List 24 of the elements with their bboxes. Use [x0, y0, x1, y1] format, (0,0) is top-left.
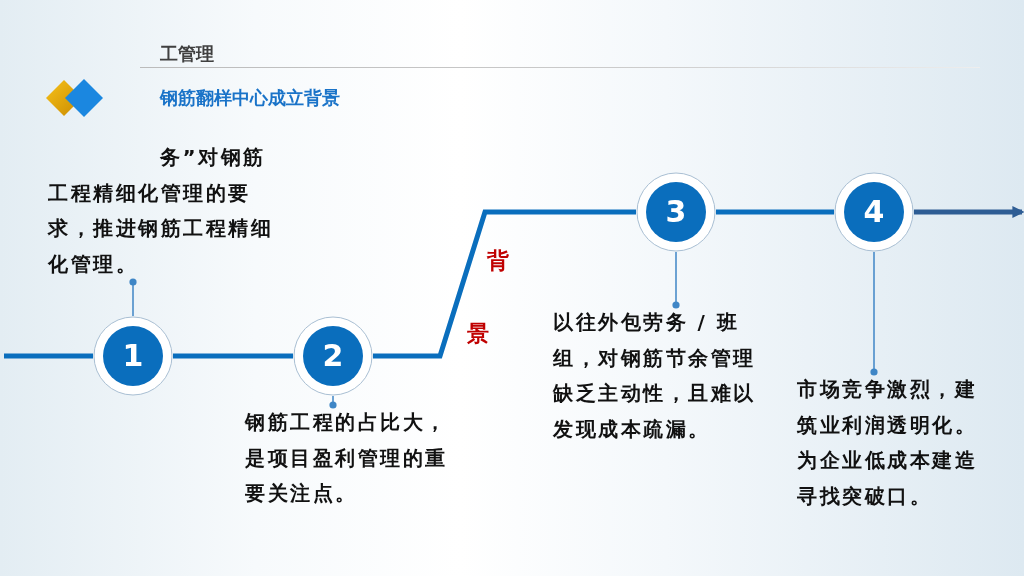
leader-line — [870, 251, 878, 376]
step-number: 2 — [322, 339, 344, 373]
step-number: 3 — [665, 195, 687, 229]
numbered-circle — [834, 172, 914, 252]
section-heading: 工管理 — [160, 42, 214, 66]
leader-line — [329, 395, 337, 409]
step-number: 1 — [122, 339, 144, 373]
timeline-line — [373, 209, 636, 359]
timeline-arrow — [914, 206, 1024, 218]
description-text: 以往外包劳务 / 班组，对钢筋节余管理缺乏主动性，且难以发现成本疏漏。 — [553, 305, 765, 447]
numbered-circle — [293, 316, 373, 396]
leader-line — [129, 278, 137, 317]
timeline-line — [716, 209, 834, 215]
slide-title: 钢筋翻样中心成立背景 — [160, 86, 340, 110]
description-text: 市场竞争激烈，建筑业利润透明化。为企业低成本建造寻找突破口。 — [797, 372, 987, 514]
vertical-label: 背景 — [467, 247, 510, 348]
leader-line — [672, 251, 680, 309]
numbered-circle — [93, 316, 173, 396]
description-text: 钢筋工程的占比大，是项目盈利管理的重要关注点。 — [245, 405, 457, 512]
timeline-line — [4, 353, 93, 359]
description-text: 务”对钢筋工程精细化管理的要求，推进钢筋工程精细化管理。 — [48, 140, 280, 282]
timeline-line — [173, 353, 293, 359]
step-number: 4 — [863, 195, 885, 229]
numbered-circle — [636, 172, 716, 252]
